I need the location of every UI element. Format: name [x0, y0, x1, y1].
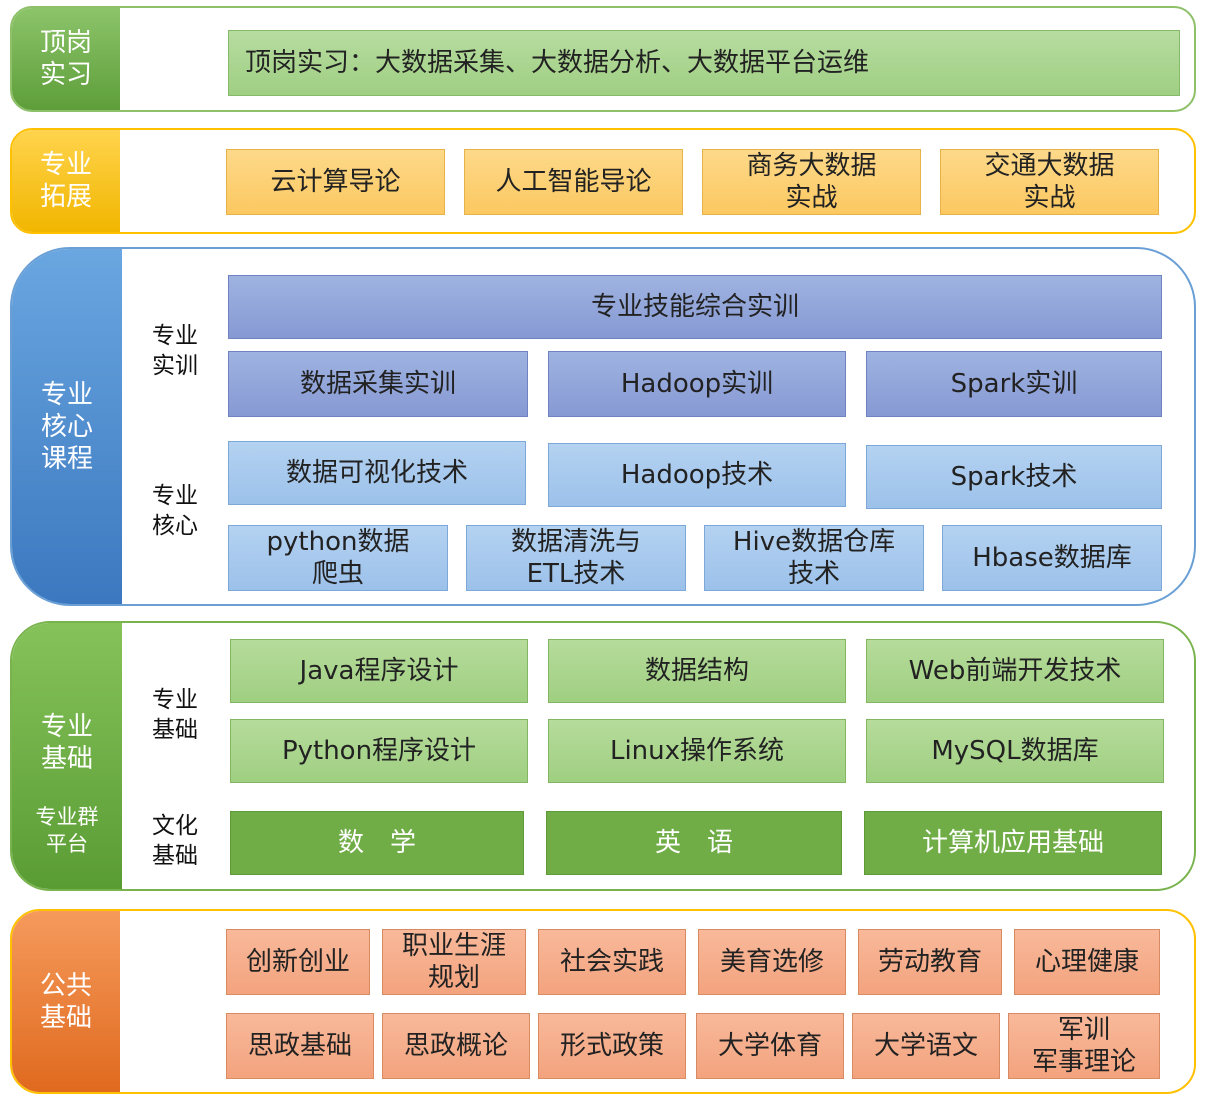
training-box: Spark实训	[866, 351, 1162, 417]
core-course-box: Hive数据仓库 技术	[704, 525, 924, 591]
public-course-box: 劳动教育	[858, 929, 1002, 995]
public-course-box: 心理健康	[1014, 929, 1160, 995]
public-course-box: 思政概论	[382, 1013, 530, 1079]
section-label: 顶岗 实习	[39, 28, 92, 90]
culture-course-box: 英 语	[546, 811, 842, 875]
public-course-box: 职业生涯 规划	[382, 929, 526, 995]
course-box: 云计算导论	[226, 149, 445, 215]
section-extension: 专业 拓展 云计算导论 人工智能导论 商务大数据 实战 交通大数据 实战	[10, 128, 1196, 234]
sidebar-core: 专业 核心 课程	[12, 249, 122, 604]
internship-box: 顶岗实习：大数据采集、大数据分析、大数据平台运维	[228, 30, 1180, 96]
core-course-box: Spark技术	[866, 445, 1162, 509]
public-course-box: 创新创业	[226, 929, 370, 995]
public-course-box: 军训 军事理论	[1008, 1013, 1160, 1079]
core-course-box: Hadoop技术	[548, 443, 846, 507]
platform-label: 专业群 平台	[35, 805, 99, 856]
section-label: 公共 基础	[39, 970, 92, 1033]
public-course-box: 美育选修	[698, 929, 846, 995]
sidebar-internship: 顶岗 实习	[12, 8, 120, 110]
section-foundation: 专业 基础 专业群 平台 专业 基础 文化 基础 Java程序设计 数据结构 W…	[10, 621, 1196, 891]
public-course-box: 形式政策	[538, 1013, 686, 1079]
core-course-box: 数据可视化技术	[228, 441, 526, 505]
core-course-box: python数据 爬虫	[228, 525, 448, 591]
basic-course-box: 数据结构	[548, 639, 846, 703]
section-public: 公共 基础 创新创业 职业生涯 规划 社会实践 美育选修 劳动教育 心理健康 思…	[10, 909, 1196, 1094]
basic-course-box: Linux操作系统	[548, 719, 846, 783]
course-box: 商务大数据 实战	[702, 149, 921, 215]
basic-course-box: Web前端开发技术	[866, 639, 1164, 703]
sublabel-basic: 专业 基础	[152, 687, 198, 743]
sublabel-training: 专业 实训	[152, 323, 198, 379]
culture-course-box: 计算机应用基础	[864, 811, 1162, 875]
comprehensive-training-box: 专业技能综合实训	[228, 275, 1162, 339]
sidebar-extension: 专业 拓展	[12, 130, 120, 232]
culture-course-box: 数 学	[230, 811, 524, 875]
core-course-box: Hbase数据库	[942, 525, 1162, 591]
public-course-box: 社会实践	[538, 929, 686, 995]
section-label: 专业 核心 课程	[40, 379, 93, 474]
section-label: 专业 拓展	[39, 150, 92, 212]
training-box: Hadoop实训	[548, 351, 846, 417]
sidebar-public: 公共 基础	[12, 911, 120, 1092]
section-label: 专业 基础	[40, 712, 93, 774]
public-course-box: 大学体育	[696, 1013, 844, 1079]
core-course-box: 数据清洗与 ETL技术	[466, 525, 686, 591]
training-box: 数据采集实训	[228, 351, 528, 417]
course-box: 人工智能导论	[464, 149, 683, 215]
sublabel-culture: 文化 基础	[152, 813, 198, 869]
public-course-box: 大学语文	[852, 1013, 1000, 1079]
public-course-box: 思政基础	[226, 1013, 374, 1079]
section-core: 专业 核心 课程 专业 实训 专业 核心 专业技能综合实训 数据采集实训 Had…	[10, 247, 1196, 606]
sublabel-core: 专业 核心	[152, 483, 198, 539]
basic-course-box: Java程序设计	[230, 639, 528, 703]
section-internship: 顶岗 实习 顶岗实习：大数据采集、大数据分析、大数据平台运维	[10, 6, 1196, 112]
basic-course-box: Python程序设计	[230, 719, 528, 783]
basic-course-box: MySQL数据库	[866, 719, 1164, 783]
course-box: 交通大数据 实战	[940, 149, 1159, 215]
sidebar-foundation: 专业 基础 专业群 平台	[12, 623, 122, 889]
